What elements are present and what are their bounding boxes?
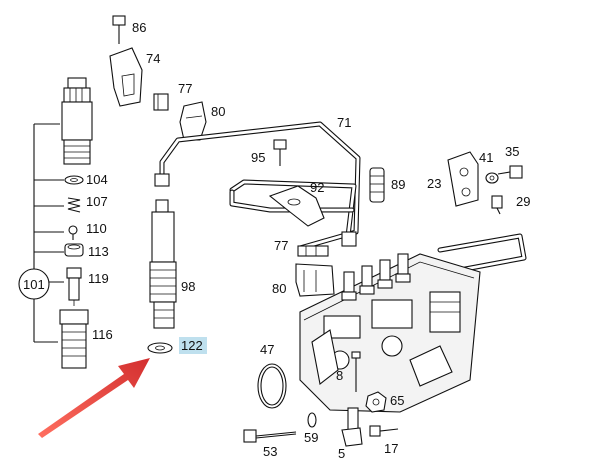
part-86-bolt bbox=[112, 15, 126, 44]
label-122: 122 bbox=[181, 338, 203, 353]
part-92-clamp bbox=[268, 185, 325, 227]
pointer-arrow-icon bbox=[38, 358, 150, 438]
part-59-washer bbox=[307, 412, 317, 428]
part-104-washer bbox=[64, 175, 84, 185]
label-41: 41 bbox=[479, 150, 493, 165]
label-107: 107 bbox=[86, 194, 108, 209]
part-95-bolt bbox=[273, 139, 287, 166]
label-77-lower: 77 bbox=[274, 238, 288, 253]
label-71: 71 bbox=[337, 115, 351, 130]
part-17-bolt bbox=[369, 425, 399, 437]
label-80-lower: 80 bbox=[272, 281, 286, 296]
label-65: 65 bbox=[390, 393, 404, 408]
label-110: 110 bbox=[86, 221, 107, 236]
label-23: 23 bbox=[427, 176, 441, 191]
label-35: 35 bbox=[505, 144, 519, 159]
label-116: 116 bbox=[92, 327, 113, 342]
highlight-box-122 bbox=[179, 337, 207, 354]
label-47: 47 bbox=[260, 342, 274, 357]
part-53-bolt bbox=[243, 429, 297, 443]
part-122-washer bbox=[147, 342, 173, 354]
part-77-clip-lower bbox=[297, 245, 329, 257]
label-89: 89 bbox=[391, 177, 405, 192]
group-bracket bbox=[33, 123, 64, 343]
part-5-bracket bbox=[341, 407, 363, 447]
part-116-nozzle-nut bbox=[59, 309, 89, 369]
label-119: 119 bbox=[88, 271, 109, 286]
label-98: 98 bbox=[181, 279, 195, 294]
label-77-top: 77 bbox=[178, 81, 192, 96]
label-59: 59 bbox=[304, 430, 318, 445]
label-86: 86 bbox=[132, 20, 146, 35]
label-29: 29 bbox=[516, 194, 530, 209]
part-47-oring bbox=[257, 363, 287, 409]
part-23-bracket bbox=[447, 151, 479, 207]
label-92: 92 bbox=[310, 180, 324, 195]
group-101-circle bbox=[18, 268, 50, 300]
injection-pump bbox=[299, 253, 481, 413]
part-35-bolt bbox=[497, 165, 523, 179]
part-41-washer bbox=[485, 172, 499, 184]
part-29-bolt bbox=[491, 195, 503, 215]
label-8: 8 bbox=[336, 368, 343, 383]
part-107-spring bbox=[67, 197, 81, 213]
label-17: 17 bbox=[384, 441, 398, 456]
part-119-nozzle bbox=[66, 267, 82, 306]
label-104: 104 bbox=[86, 172, 108, 187]
label-80-top: 80 bbox=[211, 104, 225, 119]
part-77-clip bbox=[153, 93, 169, 111]
label-5: 5 bbox=[338, 446, 345, 461]
part-80-bracket-lower bbox=[295, 263, 335, 297]
part-89-holder bbox=[369, 167, 385, 203]
label-113: 113 bbox=[88, 244, 109, 259]
part-8-stud bbox=[351, 351, 361, 392]
part-74-clamp bbox=[109, 47, 143, 107]
part-65-nut bbox=[365, 391, 387, 413]
part-labels: 86 74 77 80 71 95 92 89 41 35 23 29 104 … bbox=[23, 20, 530, 461]
label-74: 74 bbox=[146, 51, 160, 66]
nozzle-holder-assembly bbox=[61, 77, 93, 165]
part-110-pin bbox=[68, 225, 78, 240]
label-53: 53 bbox=[263, 444, 277, 459]
part-113-spacer bbox=[64, 243, 84, 257]
part-80-bracket bbox=[179, 101, 207, 141]
label-101: 101 bbox=[23, 277, 45, 292]
part-98-injector bbox=[149, 199, 177, 329]
label-95: 95 bbox=[251, 150, 265, 165]
